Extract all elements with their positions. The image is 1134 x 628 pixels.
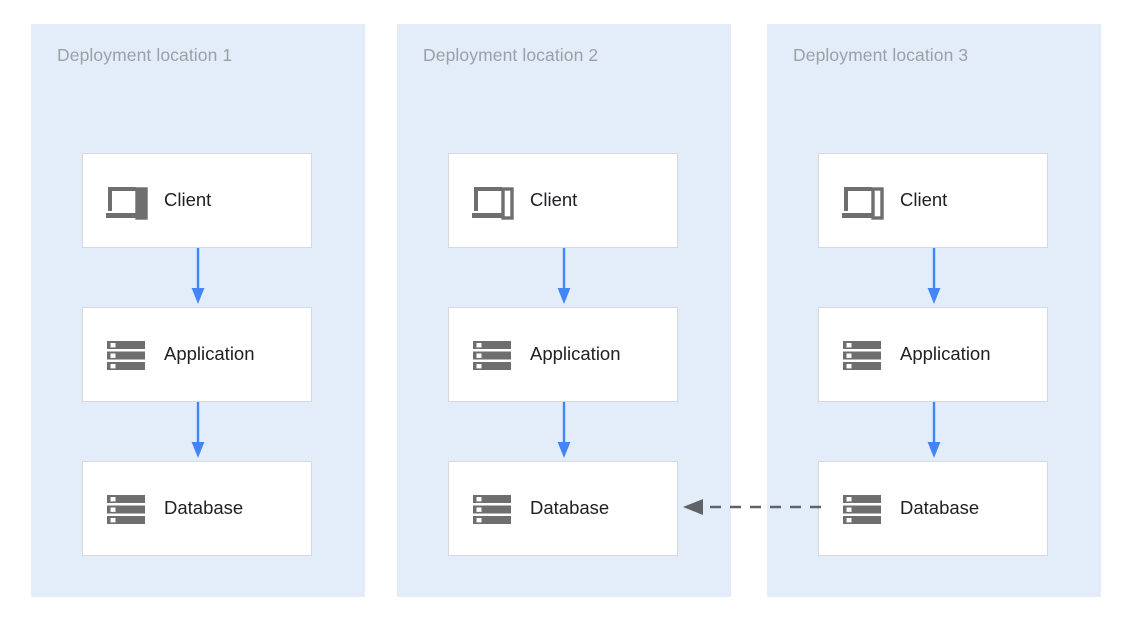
arrow-client-to-application-1 [191, 248, 205, 304]
panel-title-2: Deployment location 2 [423, 45, 599, 65]
node-label-client-3: Client [900, 189, 948, 211]
devices-icon [842, 186, 884, 220]
deployment-location-panel-2: Deployment location 2 Client Applicat [397, 24, 731, 597]
node-application-3[interactable]: Application [818, 307, 1048, 402]
arrow-application-to-database-1 [191, 402, 205, 458]
server-icon [473, 494, 511, 524]
arrow-application-to-database-2 [557, 402, 571, 458]
node-label-client-2: Client [530, 189, 578, 211]
server-icon [843, 494, 881, 524]
panel-title-3: Deployment location 3 [793, 45, 969, 65]
server-icon [473, 340, 511, 370]
arrow-client-to-application-3 [927, 248, 941, 304]
server-icon [107, 494, 145, 524]
node-label-application-2: Application [530, 343, 621, 365]
node-label-application-3: Application [900, 343, 991, 365]
arrow-application-to-database-3 [927, 402, 941, 458]
node-label-database-2: Database [530, 497, 610, 519]
node-label-database-3: Database [900, 497, 980, 519]
arrow-client-to-application-2 [557, 248, 571, 304]
deployment-location-panel-1: Deployment location 1 Client [31, 24, 365, 597]
replication-arrow-database3-to-database2 [683, 499, 821, 515]
server-icon [107, 340, 145, 370]
devices-icon [106, 186, 148, 220]
node-database-2[interactable]: Database [448, 461, 678, 556]
node-database-1[interactable]: Database [82, 461, 312, 556]
node-application-2[interactable]: Application [448, 307, 678, 402]
devices-icon [472, 186, 514, 220]
deployment-location-panel-3: Deployment location 3 Client Applicat [767, 24, 1101, 597]
panel-title-1: Deployment location 1 [57, 45, 233, 65]
node-database-3[interactable]: Database [818, 461, 1048, 556]
node-client-1[interactable]: Client [82, 153, 312, 248]
node-client-2[interactable]: Client [448, 153, 678, 248]
node-label-database-1: Database [164, 497, 244, 519]
server-icon [843, 340, 881, 370]
node-application-1[interactable]: Application [82, 307, 312, 402]
node-label-application-1: Application [164, 343, 255, 365]
node-label-client-1: Client [164, 189, 212, 211]
node-client-3[interactable]: Client [818, 153, 1048, 248]
